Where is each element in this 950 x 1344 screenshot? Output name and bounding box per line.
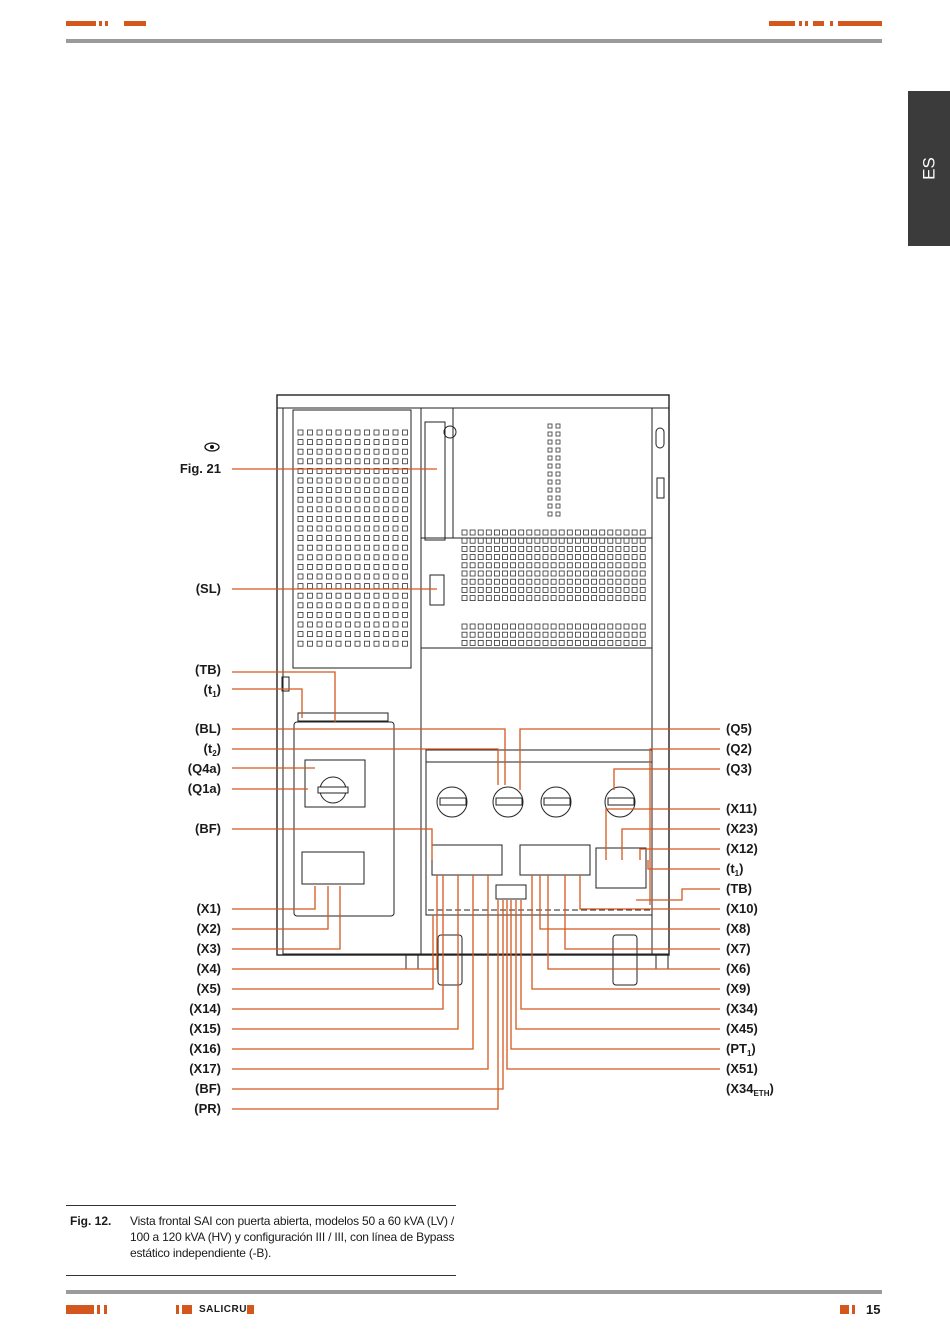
callout-label: (Q4a) xyxy=(187,761,221,776)
footer-accent-tick xyxy=(104,1305,107,1314)
callout-label: (BF) xyxy=(195,821,221,836)
callout-label: (TB) xyxy=(195,662,221,677)
callout-label: (X11) xyxy=(726,801,758,816)
callout-label: (Q3) xyxy=(726,761,752,776)
callout-label: (X14) xyxy=(189,1001,221,1016)
header-accent-tick xyxy=(799,21,802,26)
header-accent-bar xyxy=(124,21,146,26)
brand-name: SALICRU xyxy=(199,1304,247,1315)
caption-number: Fig. 12. xyxy=(70,1214,112,1228)
callout-label: (Q2) xyxy=(726,741,752,756)
callout-label: (X3) xyxy=(196,941,221,956)
callout-label: (X34) xyxy=(726,1001,758,1016)
header-rule xyxy=(66,39,882,43)
callout-label: (X34ETH) xyxy=(726,1081,774,1098)
callout-label: (X17) xyxy=(189,1061,221,1076)
footer-accent-tick xyxy=(97,1305,100,1314)
callout-label: (X7) xyxy=(726,941,751,956)
header-accent-bar xyxy=(66,21,96,26)
callout-label: (PT1) xyxy=(726,1041,756,1058)
callout-label: (X2) xyxy=(196,921,221,936)
footer-accent-tick xyxy=(176,1305,179,1314)
header-accent-tick xyxy=(105,21,108,26)
footer-accent-bar xyxy=(182,1305,192,1314)
callout-label: (X51) xyxy=(726,1061,758,1076)
callout-label: (TB) xyxy=(726,881,752,896)
callout-label: (X5) xyxy=(196,981,221,996)
footer-accent-bar xyxy=(66,1305,94,1314)
callout-label: (Q5) xyxy=(726,721,752,736)
callout-label: (PR) xyxy=(194,1101,221,1116)
callout-label: (SL) xyxy=(195,581,221,596)
callout-label: (BL) xyxy=(195,721,221,736)
callout-label: (Q1a) xyxy=(187,781,221,796)
callout-label: (t1) xyxy=(726,861,744,878)
callout-label: (X8) xyxy=(726,921,751,936)
header-accent-bar xyxy=(769,21,795,26)
eye-icon xyxy=(204,442,220,452)
footer-accent-bar xyxy=(247,1305,254,1314)
callout-label: (X23) xyxy=(726,821,758,836)
callout-label: (X10) xyxy=(726,901,758,916)
callout-label: (t2) xyxy=(203,741,221,758)
callout-label: (X16) xyxy=(189,1041,221,1056)
callout-label: (X45) xyxy=(726,1021,758,1036)
footer-accent-tick xyxy=(852,1305,855,1314)
footer-rule xyxy=(66,1290,882,1294)
caption-text: Vista frontal SAI con puerta abierta, mo… xyxy=(130,1214,455,1260)
header-accent-tick xyxy=(830,21,833,26)
callout-label: (t1) xyxy=(203,682,221,699)
header-accent-tick xyxy=(805,21,808,26)
callout-label: (X4) xyxy=(196,961,221,976)
callout-label: (X1) xyxy=(196,901,221,916)
language-tab[interactable]: ES xyxy=(908,91,950,246)
callout-label: Fig. 21 xyxy=(179,461,221,476)
callout-label: (X15) xyxy=(189,1021,221,1036)
callout-label: (BF) xyxy=(195,1081,221,1096)
caption-bottom-rule xyxy=(66,1275,456,1276)
footer-accent-bar xyxy=(840,1305,849,1314)
callout-label: (X6) xyxy=(726,961,751,976)
page-number: 15 xyxy=(866,1302,881,1317)
callout-label: (X12) xyxy=(726,841,758,856)
header-accent-tick xyxy=(99,21,102,26)
header-accent-bar xyxy=(813,21,824,26)
callout-label: (X9) xyxy=(726,981,751,996)
header-accent-bar xyxy=(838,21,882,26)
caption-top-rule xyxy=(66,1205,456,1206)
